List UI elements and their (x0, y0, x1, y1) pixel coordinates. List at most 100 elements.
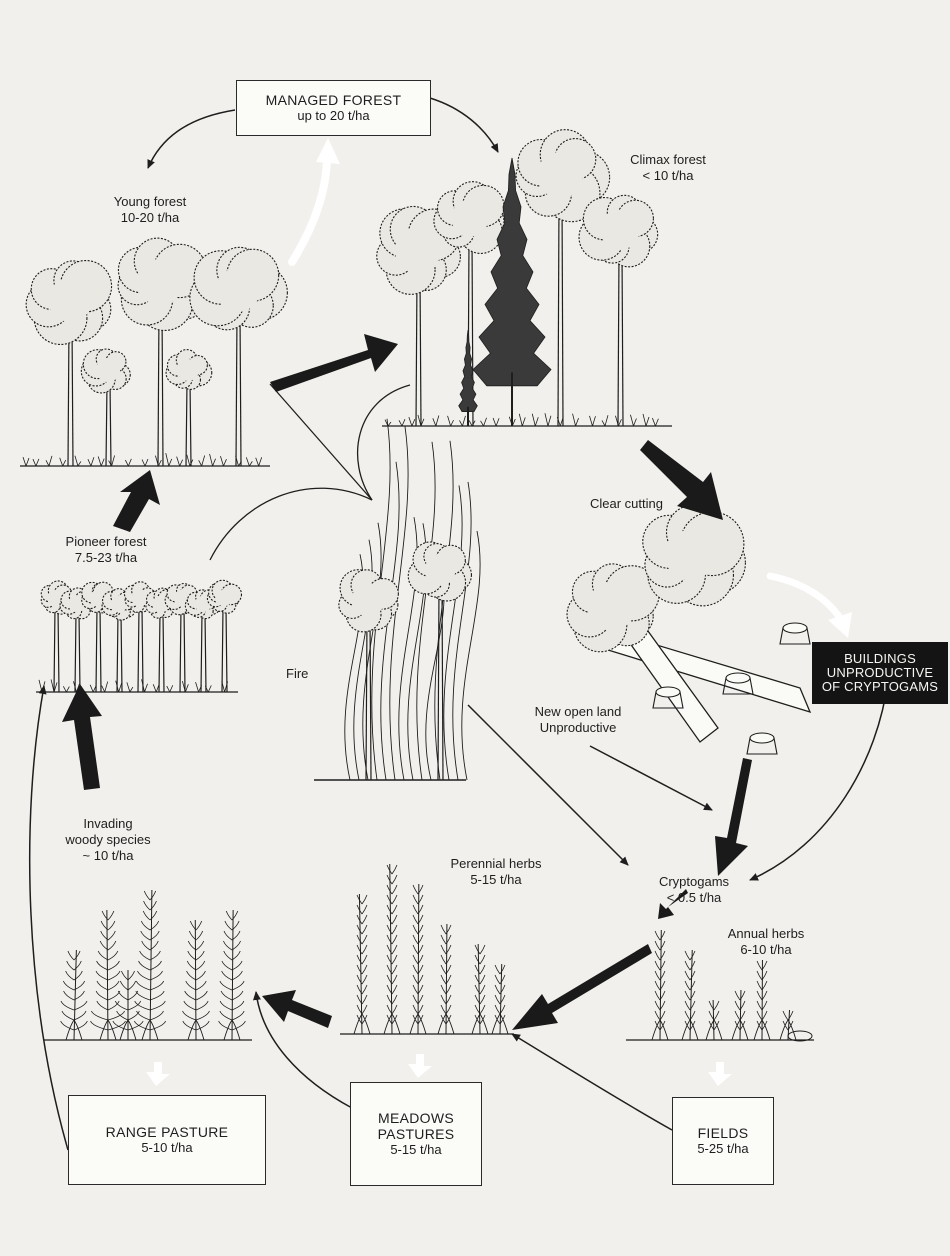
herb-leaf (655, 931, 665, 940)
tree-trunk (236, 314, 237, 466)
herb-leaf (495, 985, 505, 994)
white-arrow-range-down (146, 1062, 170, 1086)
herb-leaf (655, 961, 665, 970)
annual-herbs-name: Annual herbs (728, 926, 805, 942)
grass-tuft (256, 457, 262, 466)
tree-crown-core (132, 590, 149, 607)
grass-tuft (199, 456, 205, 466)
buildings-line2: UNPRODUCTIVE (827, 666, 933, 680)
herb-leaf (735, 1001, 745, 1010)
herb-leaf (64, 991, 85, 1000)
herb-leaf (387, 905, 397, 914)
herb-leaf (140, 951, 161, 960)
grass-tuft (75, 456, 81, 466)
herb-leaf (357, 905, 367, 914)
tree-stump-top (726, 673, 750, 683)
tree-trunk (558, 200, 559, 426)
tree-trunk (158, 307, 159, 466)
perennial-herbs-value: 5-15 t/ha (450, 872, 541, 888)
herb-leaf (475, 975, 485, 984)
herb-leaf (441, 935, 451, 944)
tree-trunk (205, 613, 206, 692)
herb-leaf (387, 925, 397, 934)
herb-leaf (685, 961, 695, 970)
fire-name: Fire (286, 666, 308, 682)
herb-leaf (189, 931, 202, 940)
tree-crown-core (111, 596, 128, 613)
herb-leaf (357, 995, 367, 1004)
arrow-managed-to-climax (430, 98, 498, 152)
white-arrow-fields-down (708, 1062, 732, 1086)
tree-trunk (75, 613, 76, 692)
herb-leaf (225, 921, 239, 930)
herb-leaf (136, 991, 164, 1000)
tree-stump-top (783, 623, 807, 633)
herb-leaf (709, 1001, 719, 1010)
herb-leaf (475, 945, 485, 954)
herb-leaf (224, 951, 241, 960)
herb-leaf (655, 941, 665, 950)
grass-tuft (102, 682, 108, 692)
tree-crown-core (352, 584, 385, 617)
herb-leaf (96, 971, 120, 980)
tree-stump-top (750, 733, 774, 743)
perennial-herbs-illustration (340, 864, 514, 1034)
herb-leaf (685, 951, 695, 960)
grass-tuft (652, 418, 658, 426)
grass-tuft (399, 419, 405, 426)
grass-tuft (643, 414, 649, 426)
herb-leaf (357, 955, 367, 964)
tree-crown-core (588, 582, 636, 630)
herb-leaf (139, 961, 162, 970)
herb-leaf (144, 891, 155, 900)
herb-leaf (387, 885, 397, 894)
tree-trunk (184, 607, 185, 692)
young-forest-name: Young forest (114, 194, 187, 210)
herb-leaf (495, 965, 505, 974)
tree-trunk (106, 383, 107, 466)
herb-leaf (685, 1011, 695, 1020)
tree-stump-top (656, 687, 680, 697)
range-pasture-value: 5-10 t/ha (141, 1140, 192, 1156)
herb-leaf (138, 971, 163, 980)
herb-leaf (655, 951, 665, 960)
arrow-range-to-pioneer (30, 686, 68, 1150)
herb-leaf (475, 985, 485, 994)
tree-crown-core (216, 268, 260, 312)
grass-tuft (459, 416, 465, 426)
tree-trunk (180, 607, 181, 692)
tree-crown-core (48, 278, 92, 322)
herb-leaf (142, 941, 159, 950)
herb-stem (74, 950, 76, 1040)
bold-arrow-to-cryptogams (715, 758, 752, 876)
herb-leaf (413, 905, 423, 914)
fields-box: FIELDS 5-25 t/ha (672, 1097, 774, 1185)
herb-leaf (67, 961, 82, 970)
tree-trunk (58, 607, 59, 692)
tree-trunk (54, 607, 55, 692)
herb-leaf (735, 991, 745, 1000)
tree-trunk (163, 613, 164, 692)
tree-trunk (186, 382, 187, 466)
meadows-line1: MEADOWS (378, 1110, 454, 1126)
herb-leaf (387, 875, 397, 884)
bold-arrow-invading-to-pioneer (62, 684, 102, 790)
herb-leaf (68, 951, 80, 960)
tree-trunk (100, 607, 101, 692)
tree-crown-core (425, 555, 456, 586)
grass-tuft (33, 459, 39, 466)
herb-leaf (475, 965, 485, 974)
grass-tuft (220, 456, 226, 466)
herb-leaf (141, 931, 159, 940)
clear-cutting-name: Clear cutting (590, 496, 663, 512)
tree-crown-core (216, 590, 233, 607)
herb-leaf (98, 951, 118, 960)
herb-leaf (141, 921, 158, 930)
herb-leaf (222, 971, 243, 980)
grass-tuft (589, 416, 595, 426)
tree-trunk (622, 252, 623, 426)
herb-leaf (144, 901, 157, 910)
meadows-pastures-box: MEADOWS PASTURES 5-15 t/ha (350, 1082, 482, 1186)
